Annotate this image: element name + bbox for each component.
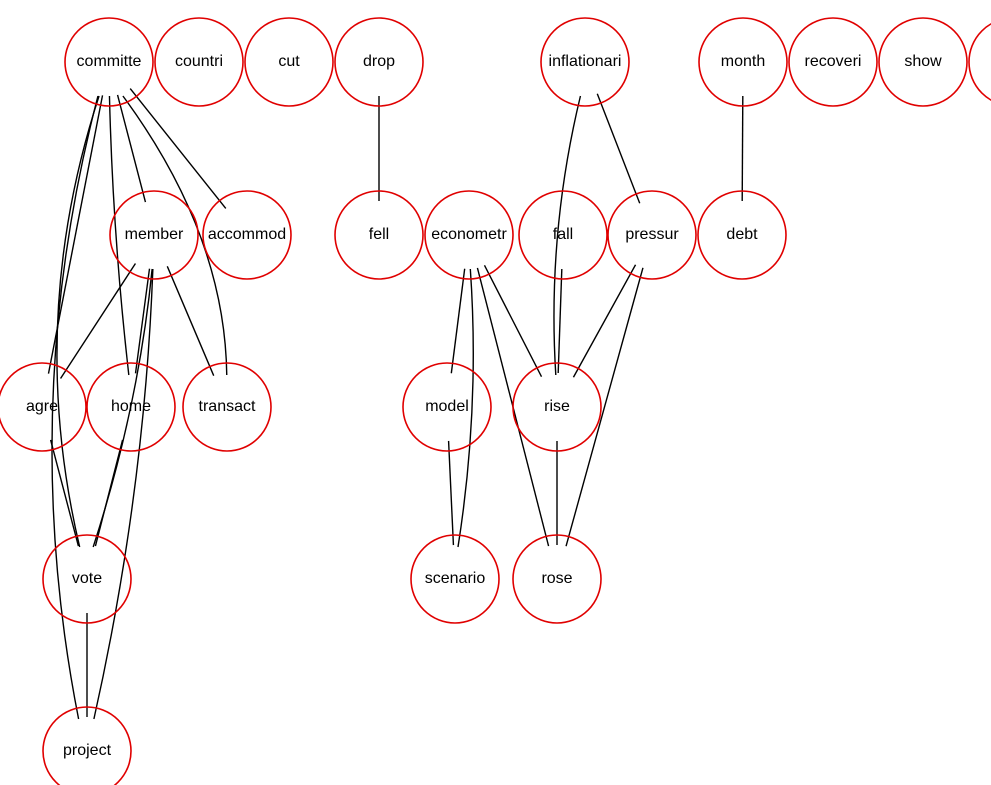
edge-econometr-model (450, 268, 466, 374)
node-label: fall (553, 226, 573, 243)
node-label: committe (77, 53, 142, 70)
node-label: month (721, 53, 765, 70)
node-cut[interactable]: cut (244, 17, 334, 107)
node-label: accommod (208, 226, 286, 243)
node-accommod[interactable]: accommod (202, 190, 292, 280)
node-label: project (63, 742, 112, 759)
node-label: recoveri (805, 53, 862, 70)
node-home[interactable]: home (86, 362, 176, 452)
node-circle (968, 22, 991, 102)
edge-month-debt (741, 95, 744, 202)
edge-econometr-rise (483, 264, 543, 378)
node-circle (244, 17, 334, 107)
edge-model-scenario (447, 440, 455, 546)
node-model[interactable]: model (402, 362, 492, 452)
edge-home-vote (94, 439, 124, 547)
node-label: home (111, 398, 151, 415)
node-circle (154, 17, 244, 107)
node-fell[interactable]: fell (334, 190, 424, 280)
node-debt[interactable]: debt (697, 190, 787, 280)
node-circle (42, 534, 132, 624)
node-circle (512, 534, 602, 624)
node-member[interactable]: member (109, 190, 199, 280)
edge-committe-home (108, 95, 130, 376)
node-label: agre (26, 398, 58, 415)
node-rose[interactable]: rose (512, 534, 602, 624)
node-label: rise (544, 398, 570, 415)
node-label: inflationari (549, 53, 622, 70)
edge-pressur-rose (565, 267, 644, 547)
nodes-layer: committe countri cut drop inflationari month r… (0, 17, 991, 785)
node-econometr[interactable]: econometr (424, 190, 514, 280)
edge-member-project (93, 268, 154, 720)
edge-econometr-scenario (457, 268, 474, 548)
edge-committe-accommod (129, 88, 227, 209)
node-partial[interactable] (968, 18, 991, 106)
node-circle (540, 17, 630, 107)
node-circle (518, 190, 608, 280)
node-circle (109, 190, 199, 280)
edge-agre-vote (49, 439, 80, 547)
node-circle (697, 190, 787, 280)
node-circle (424, 190, 514, 280)
node-committe[interactable]: committe (64, 17, 154, 107)
node-project[interactable]: project (42, 706, 132, 785)
node-countri[interactable]: countri (154, 17, 244, 107)
node-circle (788, 17, 878, 107)
node-label: countri (175, 53, 223, 70)
node-label: scenario (425, 570, 486, 587)
node-circle (607, 190, 697, 280)
node-rise[interactable]: rise (512, 362, 602, 452)
node-circle (334, 190, 424, 280)
node-circle (182, 362, 272, 452)
node-label: rose (541, 570, 572, 587)
edge-member-home (134, 268, 151, 374)
node-circle (878, 17, 968, 107)
node-show[interactable]: show (878, 17, 968, 107)
node-label: member (125, 226, 184, 243)
edge-fall-rise (557, 268, 563, 374)
node-label: debt (726, 226, 758, 243)
edge-member-agre (59, 263, 137, 379)
node-label: drop (363, 53, 395, 70)
edge-member-transact (166, 266, 215, 376)
node-label: cut (278, 53, 300, 70)
node-label: fell (369, 226, 389, 243)
node-circle (334, 17, 424, 107)
node-inflationari[interactable]: inflationari (540, 17, 630, 107)
node-label: model (425, 398, 469, 415)
edge-pressur-rise (572, 264, 637, 378)
node-label: show (904, 53, 942, 70)
node-label: pressur (625, 226, 679, 243)
node-circle (86, 362, 176, 452)
node-recoveri[interactable]: recoveri (788, 17, 878, 107)
node-label: vote (72, 570, 102, 587)
node-circle (402, 362, 492, 452)
edges-layer (47, 88, 744, 720)
edge-committe-vote (56, 95, 100, 548)
node-label: econometr (431, 226, 507, 243)
edge-inflationari-rise (553, 95, 582, 376)
edge-committe-member (116, 94, 147, 203)
node-drop[interactable]: drop (334, 17, 424, 107)
node-transact[interactable]: transact (182, 362, 272, 452)
edge-committe-transact (122, 95, 228, 376)
node-vote[interactable]: vote (42, 534, 132, 624)
node-circle (410, 534, 500, 624)
node-agre[interactable]: agre (0, 362, 87, 452)
edge-committe-project (51, 95, 99, 720)
node-fall[interactable]: fall (518, 190, 608, 280)
node-circle (64, 17, 154, 107)
node-circle (42, 706, 132, 785)
node-label: transact (199, 398, 256, 415)
node-pressur[interactable]: pressur (607, 190, 697, 280)
node-circle (512, 362, 602, 452)
node-circle (0, 362, 87, 452)
node-circle (202, 190, 292, 280)
node-scenario[interactable]: scenario (410, 534, 500, 624)
edge-inflationari-pressur (596, 93, 641, 204)
node-circle (698, 17, 788, 107)
node-month[interactable]: month (698, 17, 788, 107)
